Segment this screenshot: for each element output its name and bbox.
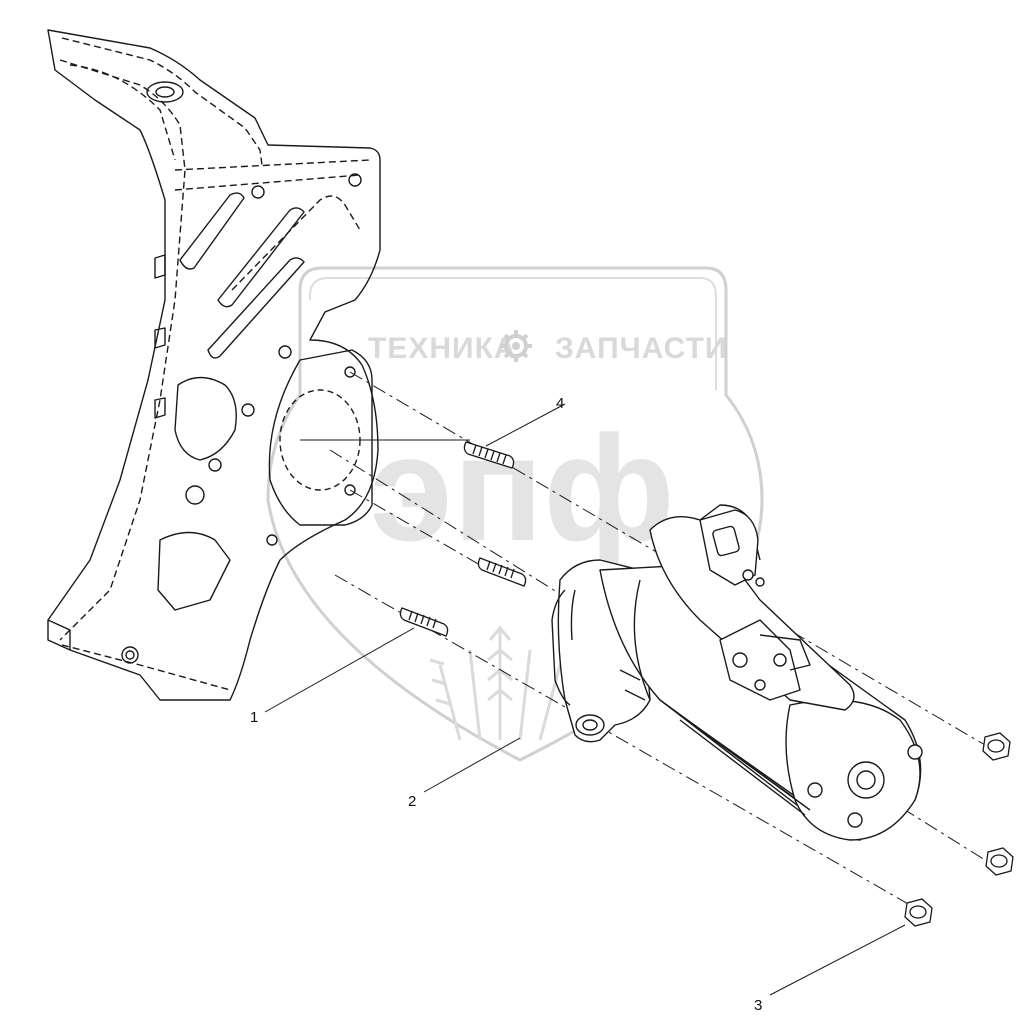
watermark-monogram: эпф bbox=[370, 404, 675, 572]
stud-bolt-1 bbox=[399, 607, 449, 637]
starter-motor bbox=[551, 504, 923, 841]
callout-1: 1 bbox=[250, 709, 258, 726]
hex-nut-middle bbox=[985, 847, 1014, 876]
callout-4: 4 bbox=[556, 395, 564, 412]
timing-case-housing bbox=[47, 29, 381, 701]
watermark-shield-inner bbox=[309, 277, 717, 390]
callout-2: 2 bbox=[408, 793, 416, 810]
stud-bolt-4 bbox=[463, 441, 515, 469]
hex-nut-bottom bbox=[904, 898, 933, 927]
hex-nut-top bbox=[982, 732, 1011, 761]
stud-bolt-2 bbox=[477, 557, 527, 587]
watermark-left-word: ТЕХНИКА bbox=[368, 332, 517, 365]
watermark-logo: ТЕХНИКА ЗАПЧАСТИ эпф bbox=[266, 266, 764, 762]
watermark-right-word: ЗАПЧАСТИ bbox=[555, 332, 727, 365]
leader-lines bbox=[264, 403, 906, 996]
callout-3: 3 bbox=[754, 997, 762, 1014]
gear-icon bbox=[500, 330, 532, 362]
